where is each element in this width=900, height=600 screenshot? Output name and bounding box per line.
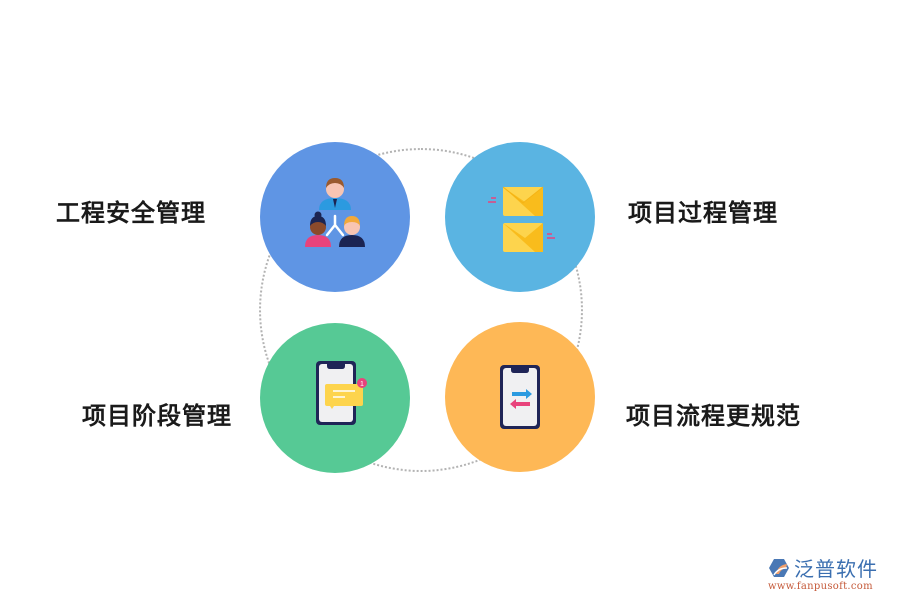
dotted-connector-ring xyxy=(259,148,583,472)
label-safety-management: 工程安全管理 xyxy=(56,199,206,227)
envelopes-icon xyxy=(488,186,555,252)
phone-transfer-arrows-icon xyxy=(500,365,540,429)
notification-badge: 1 xyxy=(360,381,364,388)
fanpu-logo-icon xyxy=(769,558,789,577)
team-hierarchy-icon xyxy=(305,178,365,247)
brand-logo: 泛普软件 www.fanpusoft.com xyxy=(768,553,893,593)
brand-url: www.fanpusoft.com xyxy=(768,581,873,592)
node-safety-management xyxy=(260,142,410,292)
label-workflow-standardization: 项目流程更规范 xyxy=(626,402,801,430)
node-workflow-standardization xyxy=(445,322,595,472)
node-process-management xyxy=(445,142,595,292)
brand-name: 泛普软件 xyxy=(794,557,878,581)
phone-message-notification-icon: 1 xyxy=(316,361,367,425)
label-process-management: 项目过程管理 xyxy=(628,199,778,227)
node-stage-management: 1 xyxy=(260,323,410,473)
label-stage-management: 项目阶段管理 xyxy=(82,402,232,430)
